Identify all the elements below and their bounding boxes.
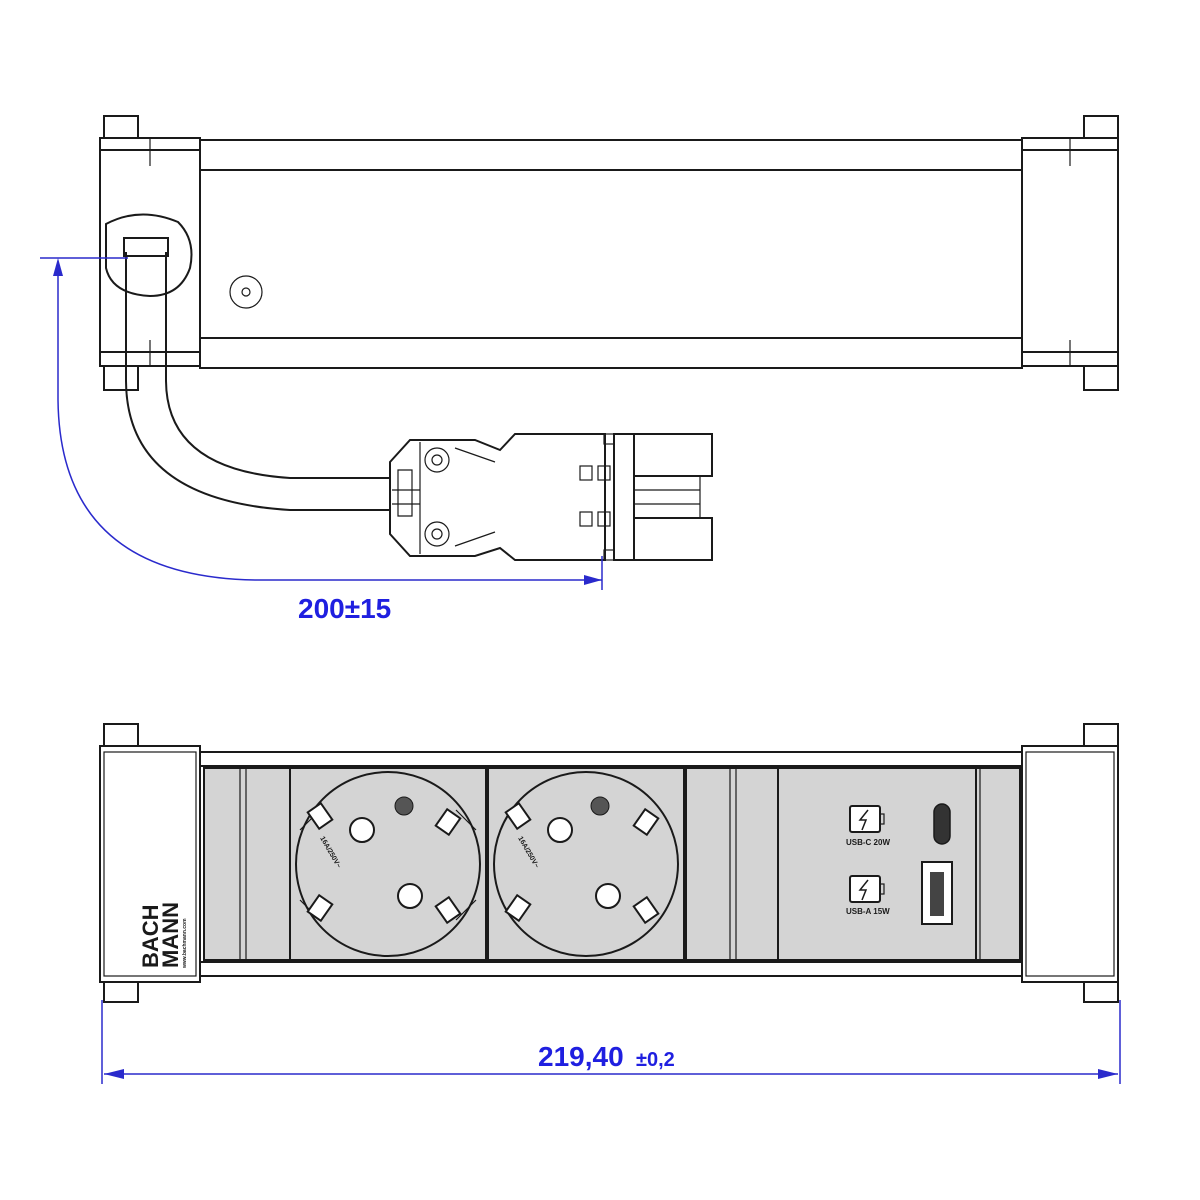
cable-length-dimension: 200±15 [40,257,603,624]
brand-logo-line1: BACH [138,904,163,968]
charge-icon-c [858,809,869,831]
usb-charger-module: USB-C 20W USB-A 15W [777,767,977,961]
cable-length-label: 200±15 [298,593,391,624]
left-end-cap-front: BACH MANN www.bachmann.com [99,745,201,983]
width-dimension: 219,40 ±0,2 [101,1000,1121,1084]
profile-body [199,139,1023,369]
cable-gland [105,213,193,298]
brand-url: www.bachmann.com [182,918,188,969]
front-view: BACH MANN www.bachmann.com [99,723,1121,1084]
width-label-tolerance: ±0,2 [636,1049,675,1071]
right-end-cap [1021,115,1119,391]
right-end-cap-front [1021,745,1119,983]
brand-logo-line2: MANN [158,902,183,968]
schuko-socket-1: 16A/250V~ [289,767,487,961]
top-view: 200±15 [40,115,1119,624]
charge-icon-a [858,879,869,901]
schuko-socket-2: 16A/250V~ [487,767,685,961]
usb-c-label: USB-C 20W [846,838,890,847]
usb-a-label: USB-A 15W [846,907,890,916]
usb-c-port [933,803,951,845]
connector [389,433,713,561]
cable [125,252,392,511]
width-label-main: 219,40 [538,1041,624,1072]
